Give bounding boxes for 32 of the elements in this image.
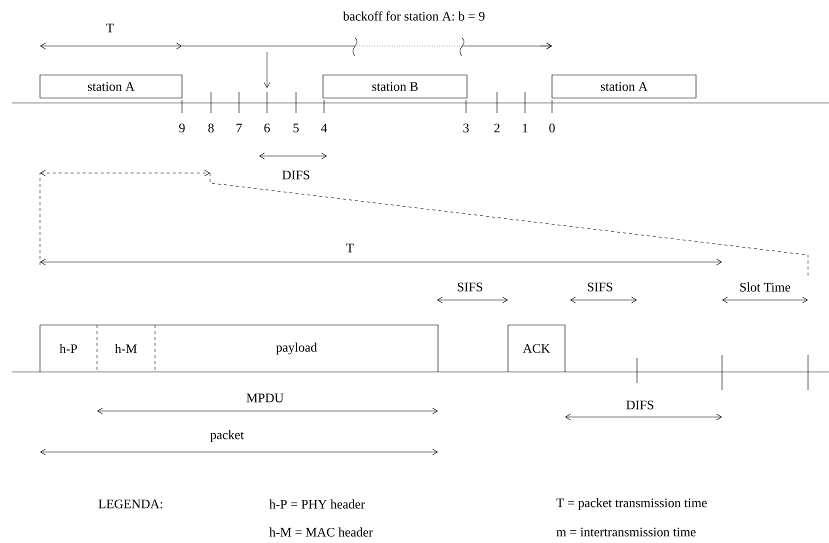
transmission-box: station A [552, 74, 696, 98]
slot-number: 6 [264, 124, 270, 132]
slot-number: 0 [549, 124, 555, 132]
dimension-label: DIFS [282, 170, 310, 180]
dimension-label: T [106, 24, 114, 32]
slot-number: 1 [522, 124, 528, 132]
legend-entry: h-P = PHY header [269, 499, 365, 509]
dimension-label: SIFS [588, 282, 612, 292]
transmission-box: station A [40, 74, 182, 98]
ack-box: ACK [508, 324, 566, 372]
slot-number: 8 [208, 124, 214, 132]
packet-field: payload [154, 324, 438, 372]
slot-number: 4 [321, 124, 328, 132]
legend-entry: h-M = MAC header [269, 527, 373, 537]
backoff-label: backoff for station A: b = 9 [342, 11, 485, 21]
slot-number: 3 [463, 124, 469, 132]
transmission-box: station B [322, 74, 468, 98]
dimension-label: SIFS [458, 282, 482, 292]
legend-entry: m = intertransmission time [556, 528, 696, 536]
legend-heading: LEGENDA: [98, 500, 162, 508]
dimension-label: Slot Time [740, 282, 790, 292]
legend-entry: T = packet transmission time [556, 498, 707, 510]
packet-field: h-M [96, 324, 156, 372]
slot-number: 5 [294, 124, 299, 132]
slot-number: 7 [236, 124, 242, 132]
dimension-label: packet [210, 430, 244, 442]
dimension-label: DIFS [626, 400, 654, 410]
dimension-label: MPDU [246, 394, 284, 402]
packet-field: h-P [40, 324, 98, 372]
dimension-label: T [346, 244, 354, 252]
slot-number: 2 [494, 124, 500, 132]
slot-number: 9 [179, 124, 185, 132]
